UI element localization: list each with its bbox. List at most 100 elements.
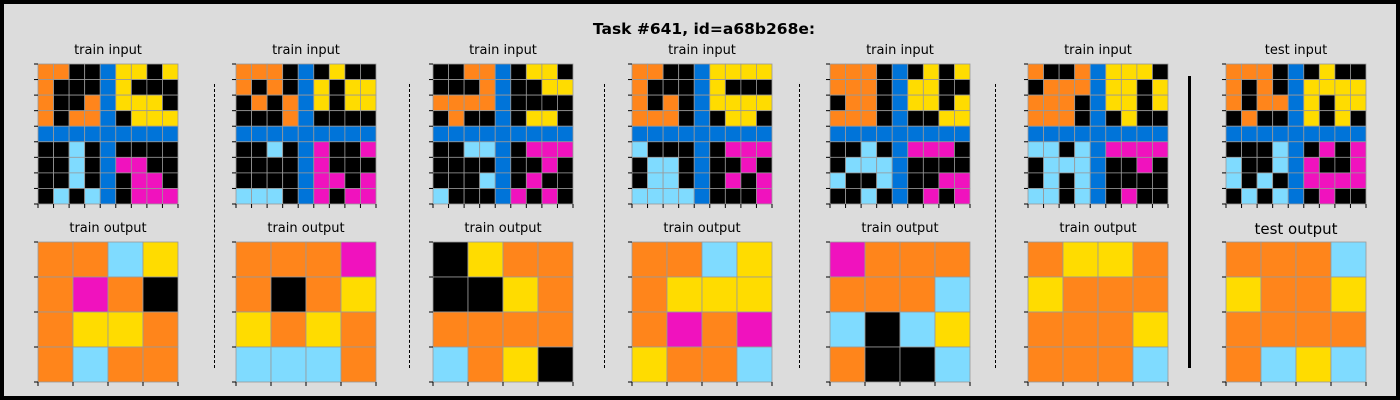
grid-cell bbox=[340, 276, 377, 313]
grid-cell bbox=[360, 172, 377, 189]
grid-cell bbox=[313, 63, 330, 80]
grid-cell bbox=[1318, 79, 1336, 96]
grid-cell bbox=[313, 156, 330, 174]
grid-cell bbox=[938, 125, 955, 143]
grid-cell bbox=[251, 110, 268, 127]
grid-cell bbox=[251, 156, 268, 174]
grid-cell bbox=[525, 188, 543, 205]
train-output-grid bbox=[628, 241, 773, 386]
grid-cell bbox=[1089, 63, 1107, 80]
grid-cell bbox=[678, 63, 695, 80]
grid-cell bbox=[1043, 63, 1060, 80]
grid-cell bbox=[1136, 141, 1153, 158]
grid-cell bbox=[115, 156, 132, 174]
grid-cell bbox=[266, 141, 284, 158]
grid-cell bbox=[1350, 79, 1367, 96]
grid-cell bbox=[1225, 172, 1242, 189]
grid-cell bbox=[876, 141, 893, 158]
grid-cell bbox=[68, 94, 86, 112]
grid-cell bbox=[829, 94, 846, 112]
grid-cell bbox=[647, 125, 664, 143]
train-output-grid-svg bbox=[232, 241, 377, 386]
grid-cell bbox=[162, 63, 179, 80]
grid-cell bbox=[899, 346, 936, 383]
grid-cell bbox=[1350, 156, 1367, 174]
grid-cell bbox=[899, 276, 936, 313]
grid-cell bbox=[631, 346, 668, 383]
grid-cell bbox=[1330, 276, 1367, 313]
grid-cell bbox=[1350, 172, 1367, 189]
grid-cell bbox=[1272, 188, 1289, 205]
grid-cell bbox=[270, 241, 307, 278]
grid-cell bbox=[1027, 276, 1064, 313]
grid-cell bbox=[678, 188, 695, 205]
grid-cell bbox=[907, 141, 924, 158]
grid-cell bbox=[938, 94, 955, 112]
grid-cell bbox=[130, 110, 148, 127]
grid-cell bbox=[344, 125, 361, 143]
grid-cell bbox=[448, 156, 465, 174]
grid-cell bbox=[251, 63, 268, 80]
grid-cell bbox=[829, 141, 846, 158]
grid-cell bbox=[297, 63, 315, 80]
grid-cell bbox=[146, 156, 163, 174]
grid-cell bbox=[1225, 346, 1262, 383]
grid-cell bbox=[1287, 172, 1305, 189]
grid-cell bbox=[344, 156, 361, 174]
grid-cell bbox=[1318, 94, 1336, 112]
grid-cell bbox=[282, 141, 299, 158]
grid-cell bbox=[709, 125, 726, 143]
grid-cell bbox=[107, 241, 144, 278]
pair-separator bbox=[799, 84, 800, 368]
grid-cell bbox=[1318, 125, 1336, 143]
grid-cell bbox=[1225, 79, 1242, 96]
grid-cell bbox=[266, 79, 284, 96]
grid-cell bbox=[525, 125, 543, 143]
grid-cell bbox=[502, 346, 539, 383]
train-output-grid-svg bbox=[34, 241, 179, 386]
grid-cell bbox=[860, 110, 878, 127]
train-input-grid bbox=[628, 63, 773, 208]
grid-cell bbox=[631, 188, 648, 205]
grid-cell bbox=[1136, 63, 1153, 80]
grid-cell bbox=[938, 110, 955, 127]
grid-cell bbox=[907, 156, 924, 174]
grid-cell bbox=[328, 172, 346, 189]
grid-cell bbox=[297, 110, 315, 127]
grid-cell bbox=[282, 125, 299, 143]
grid-cell bbox=[115, 188, 132, 205]
grid-cell bbox=[860, 94, 878, 112]
grid-cell bbox=[907, 79, 924, 96]
grid-cell bbox=[37, 94, 54, 112]
grid-cell bbox=[631, 276, 668, 313]
grid-cell bbox=[235, 141, 252, 158]
grid-cell bbox=[647, 63, 664, 80]
train-output-title: train output bbox=[69, 221, 147, 236]
grid-cell bbox=[845, 79, 862, 96]
grid-cell bbox=[1330, 346, 1367, 383]
grid-cell bbox=[666, 346, 703, 383]
grid-cell bbox=[631, 110, 648, 127]
grid-cell bbox=[666, 241, 703, 278]
pair-separator bbox=[214, 84, 215, 368]
grid-cell bbox=[1287, 110, 1305, 127]
grid-cell bbox=[1303, 156, 1320, 174]
grid-cell bbox=[1272, 110, 1289, 127]
grid-cell bbox=[494, 110, 512, 127]
grid-cell bbox=[756, 188, 773, 205]
test-output-title: test output bbox=[1254, 220, 1338, 238]
grid-cell bbox=[130, 172, 148, 189]
grid-cell bbox=[360, 79, 377, 96]
grid-cell bbox=[1058, 156, 1076, 174]
grid-cell bbox=[37, 63, 54, 80]
grid-cell bbox=[662, 94, 680, 112]
grid-cell bbox=[235, 63, 252, 80]
grid-cell bbox=[1303, 172, 1320, 189]
grid-cell bbox=[53, 63, 70, 80]
grid-cell bbox=[954, 141, 971, 158]
grid-cell bbox=[68, 141, 86, 158]
grid-cell bbox=[251, 172, 268, 189]
train-input-grid-svg bbox=[34, 63, 179, 208]
grid-cell bbox=[1120, 141, 1138, 158]
grid-cell bbox=[701, 311, 738, 348]
